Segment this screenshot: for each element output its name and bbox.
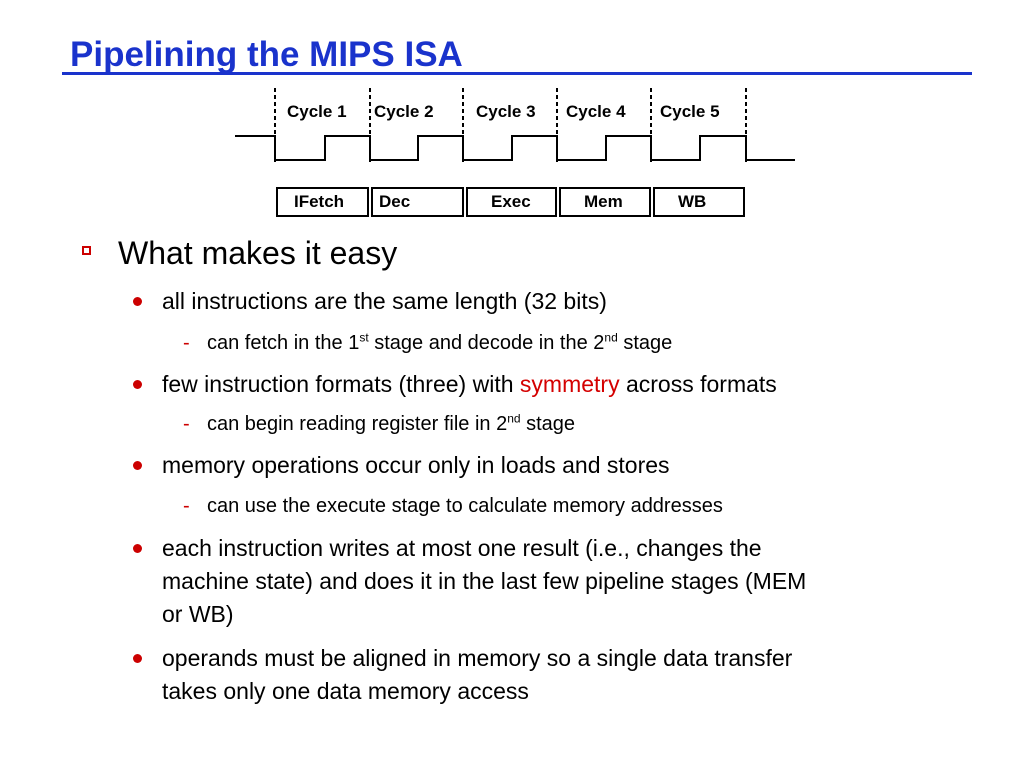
bullet-5: operands must be aligned in memory so a … [162, 645, 793, 704]
bullet-3-sub: can use the execute stage to calculate m… [207, 495, 723, 517]
bullet-3: memory operations occur only in loads an… [162, 452, 670, 478]
cycle-label-5: Cycle 5 [660, 102, 720, 121]
bullet-1: all instructions are the same length (32… [162, 288, 607, 314]
bullet-4: each instruction writes at most one resu… [162, 535, 807, 627]
bullet-dot-icon [133, 380, 142, 389]
bullet-dot-icon [133, 461, 142, 470]
bullet-dot-icon [133, 544, 142, 553]
clock-waveform [235, 88, 795, 164]
cycle-label-2: Cycle 2 [374, 102, 434, 121]
dash-icon: - [183, 495, 190, 517]
bullet-2-sub: can begin reading register file in 2nd s… [207, 411, 576, 435]
dash-icon: - [183, 332, 190, 354]
stage-ifetch: IFetch [276, 187, 369, 217]
slide-title: Pipelining the MIPS ISA [70, 35, 463, 74]
cycle-label-3: Cycle 3 [476, 102, 536, 121]
bullet-heading: What makes it easy [118, 235, 398, 271]
symmetry-highlight: symmetry [519, 371, 620, 397]
cycle-label-4: Cycle 4 [566, 102, 626, 121]
bullet-2: few instruction formats (three) with sym… [162, 371, 777, 397]
square-bullet-icon [82, 246, 91, 255]
stage-mem: Mem [559, 187, 651, 217]
bullet-1-sub: can fetch in the 1st stage and decode in… [207, 330, 673, 354]
dash-icon: - [183, 413, 190, 435]
cycle-label-1: Cycle 1 [287, 102, 347, 121]
stage-dec: Dec [371, 187, 464, 217]
stage-wb: WB [653, 187, 745, 217]
stage-exec: Exec [466, 187, 557, 217]
bullet-dot-icon [133, 654, 142, 663]
title-underline [62, 72, 972, 75]
clock-signal [235, 135, 795, 161]
bullet-dot-icon [133, 297, 142, 306]
